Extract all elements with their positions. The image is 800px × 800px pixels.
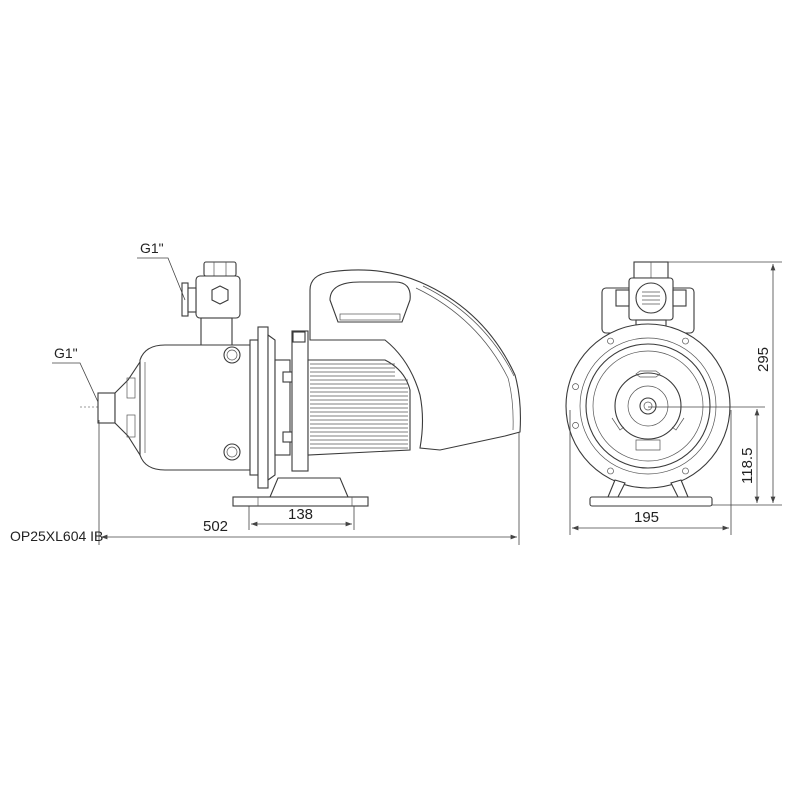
dimension-base-length: 138: [248, 506, 355, 530]
inlet-label-callout: G1": [52, 345, 99, 403]
bolt-hole: [682, 337, 689, 345]
inlet-fitting: [80, 360, 141, 457]
dimension-height: 295: [668, 261, 782, 506]
height-value: 295: [755, 347, 772, 372]
width-value: 195: [634, 509, 659, 526]
outlet-fitting: [181, 261, 241, 347]
bolt-hole: [572, 422, 579, 429]
bolt-hole: [682, 467, 689, 475]
dimension-overall-length: 502: [98, 420, 520, 545]
pump-casing: [139, 326, 294, 489]
outlet-label-callout: G1": [137, 240, 186, 301]
mounting-base: [232, 477, 369, 507]
bolt-hole: [607, 337, 614, 345]
base-length-value: 138: [288, 506, 313, 523]
outlet-thread-label: G1": [140, 240, 164, 256]
inlet-thread-label: G1": [54, 345, 78, 361]
side-view: G1" G1" 502 138 OP25XL604 IB: [10, 240, 521, 545]
motor-cooling-fins: [310, 363, 408, 449]
flange: [565, 323, 731, 489]
dimension-axis-height: 118.5: [648, 406, 765, 503]
front-view: 195 295 118.5: [565, 261, 782, 535]
bolt-hole: [572, 383, 579, 390]
dimension-width: 195: [569, 410, 732, 535]
overall-length-value: 502: [203, 518, 228, 535]
bolt-hole: [607, 467, 614, 475]
model-label: OP25XL604 IB: [10, 528, 103, 544]
motor: [291, 269, 521, 472]
flange-bolts: [572, 337, 689, 475]
axis-height-value: 118.5: [739, 448, 756, 484]
